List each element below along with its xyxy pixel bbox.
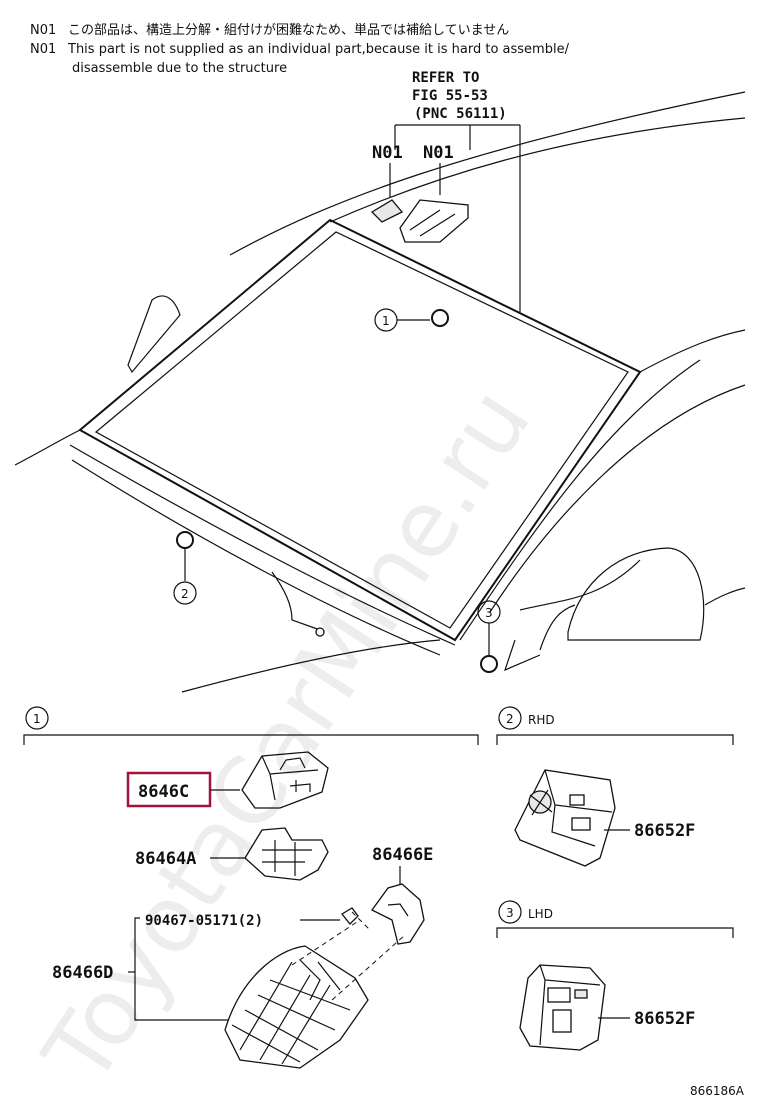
part-label-86466d[interactable]: 86466D: [52, 963, 113, 983]
part-label-86466e[interactable]: 86466E: [372, 845, 433, 865]
note-text-en-1: This part is not supplied as an individu…: [67, 42, 570, 57]
note-text-en-2: disassemble due to the structure: [72, 61, 287, 76]
part-86652f-lhd-drawing: [519, 964, 606, 1051]
section-1-circle: [25, 706, 49, 730]
section-3-number: 3: [506, 906, 514, 920]
windshield-illustration: [14, 91, 746, 693]
bracket-86466d: [134, 917, 230, 1021]
note-code-2: N01: [30, 42, 56, 57]
callout-2-marker: 2: [173, 531, 197, 605]
part-8646c-drawing: [241, 751, 329, 809]
part-86466d-drawing: [224, 911, 406, 1069]
part-label-90467[interactable]: 90467-05171(2): [145, 913, 263, 929]
refer-line-2: FIG 55-53: [412, 88, 488, 104]
section-2-label: RHD: [528, 713, 555, 727]
part-86466e-drawing: [371, 883, 425, 945]
part-label-86652f-lhd[interactable]: 86652F: [634, 1009, 695, 1029]
refer-line-3: (PNC 56111): [414, 106, 507, 122]
section-3-bracket: [496, 927, 734, 938]
figure-id: 866186A: [690, 1084, 745, 1098]
callout-1-marker: 1: [374, 308, 449, 332]
callout-2-number: 2: [181, 587, 189, 601]
section-1-number: 1: [33, 712, 41, 726]
section-2-bracket: [496, 734, 734, 745]
part-label-86652f-rhd[interactable]: 86652F: [634, 821, 695, 841]
part-86464a-drawing: [244, 827, 329, 881]
callout-1-number: 1: [382, 314, 390, 328]
section-3-circle: [498, 900, 522, 924]
note-text-jp: この部品は、構造上分解・組付けが困難なため、単品では補給していません: [68, 22, 509, 38]
part-90467-clip-drawing: [341, 907, 359, 925]
n01-label-left: N01: [372, 143, 403, 163]
section-1-bracket: [23, 734, 479, 745]
section-3-label: LHD: [528, 907, 553, 921]
part-label-86464a[interactable]: 86464A: [135, 849, 196, 869]
callout-3-marker: 3: [477, 600, 501, 673]
refer-line-1: REFER TO: [412, 70, 479, 86]
note-code-1: N01: [30, 23, 56, 38]
part-86652f-rhd-drawing: [514, 769, 616, 867]
n01-label-right: N01: [423, 143, 454, 163]
n01-leaders: [389, 163, 441, 198]
callout-3-number: 3: [485, 606, 493, 620]
part-label-8646c[interactable]: 8646C: [138, 782, 189, 802]
section-2-number: 2: [506, 712, 514, 726]
section-2-circle: [498, 706, 522, 730]
refer-bracket: [394, 124, 521, 312]
